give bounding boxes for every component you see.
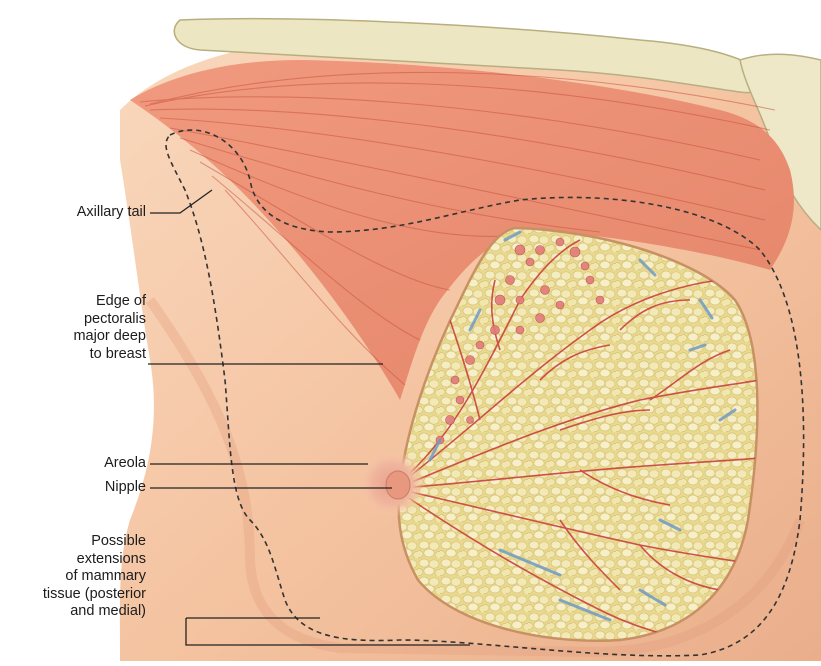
label-areola: Areola — [104, 455, 146, 473]
label-extensions: Possible extensions of mammary tissue (p… — [43, 533, 146, 621]
label-pectoralis-edge: Edge of pectoralis major deep to breast — [73, 293, 146, 363]
label-nipple: Nipple — [105, 479, 146, 497]
label-axillary-tail: Axillary tail — [77, 204, 146, 222]
nipple — [386, 471, 410, 499]
